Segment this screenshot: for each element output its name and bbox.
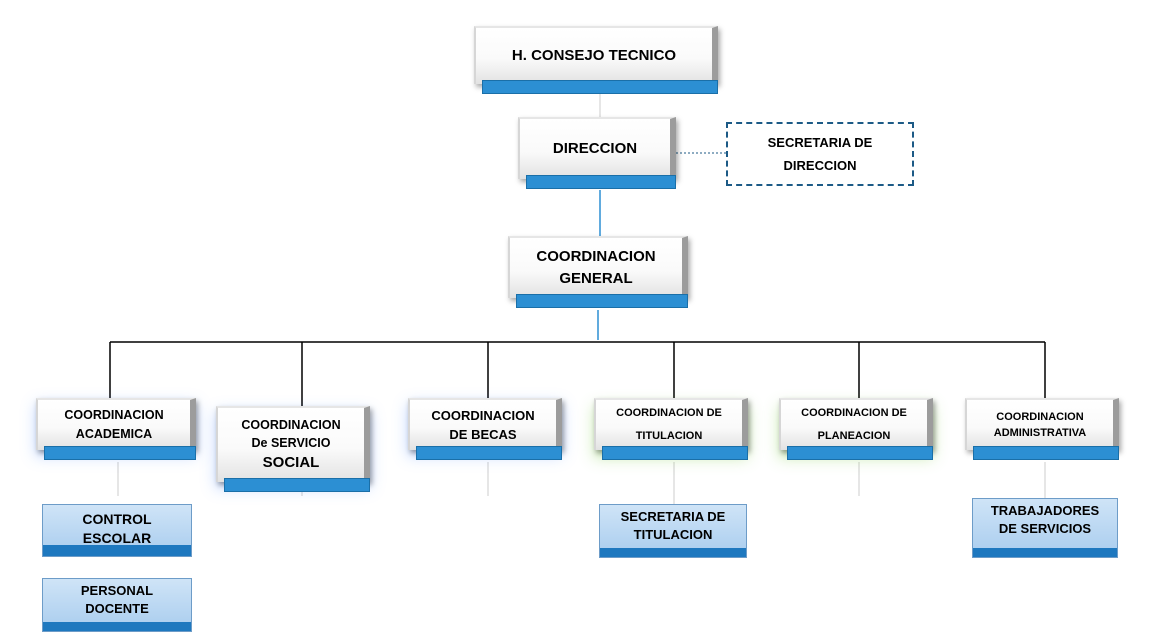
- node-coordinacion-becas-line2: DE BECAS: [449, 427, 517, 442]
- node-coordinacion-general-line2: GENERAL: [559, 270, 633, 287]
- node-secretaria-direccion: SECRETARIA DE DIRECCION: [726, 122, 914, 186]
- node-consejo-tecnico-label: H. CONSEJO TECNICO: [511, 46, 677, 64]
- node-secretaria-titulacion-line1: SECRETARIA DE: [620, 509, 726, 524]
- node-coordinacion-titulacion-line1: COORDINACION DE: [616, 406, 722, 419]
- node-consejo-tecnico: H. CONSEJO TECNICO: [474, 26, 718, 94]
- node-coordinacion-academica: COORDINACION ACADEMICA: [36, 398, 196, 460]
- node-bar: [600, 548, 746, 557]
- node-bar: [973, 446, 1119, 460]
- node-bar: [787, 446, 933, 460]
- node-coordinacion-planeacion: COORDINACION DE PLANEACION: [779, 398, 933, 460]
- node-coordinacion-titulacion: COORDINACION DE TITULACION: [594, 398, 748, 460]
- node-coordinacion-administrativa-line2: ADMINISTRATIVA: [993, 427, 1087, 439]
- node-personal-docente: PERSONAL DOCENTE: [42, 578, 192, 632]
- node-bar: [43, 622, 191, 631]
- node-coordinacion-academica-line1: COORDINACION: [64, 408, 164, 423]
- node-coordinacion-becas: COORDINACION DE BECAS: [408, 398, 562, 460]
- node-control-escolar-line1: CONTROL: [82, 511, 152, 527]
- node-secretaria-direccion-line2: DIRECCION: [783, 158, 857, 173]
- node-trabajadores-servicios-line2: DE SERVICIOS: [998, 520, 1092, 536]
- node-direccion: DIRECCION: [518, 117, 676, 189]
- node-coordinacion-servicio-social-line1: COORDINACION: [241, 418, 341, 432]
- node-coordinacion-becas-line1: COORDINACION: [431, 407, 535, 423]
- node-coordinacion-general: COORDINACION GENERAL: [508, 236, 688, 308]
- node-coordinacion-servicio-social-line2: De SERVICIO: [251, 436, 331, 451]
- node-trabajadores-servicios: TRABAJADORES DE SERVICIOS: [972, 498, 1118, 558]
- node-secretaria-direccion-line1: SECRETARIA DE: [767, 134, 873, 150]
- node-bar: [44, 446, 196, 460]
- node-bar: [482, 80, 718, 94]
- node-secretaria-titulacion: SECRETARIA DE TITULACION: [599, 504, 747, 558]
- node-bar: [973, 548, 1117, 557]
- node-personal-docente-line2: DOCENTE: [85, 600, 149, 616]
- node-coordinacion-titulacion-line2: TITULACION: [635, 430, 703, 442]
- node-coordinacion-planeacion-line1: COORDINACION DE: [801, 406, 907, 419]
- node-coordinacion-servicio-social-line3: SOCIAL: [262, 454, 320, 472]
- node-bar: [602, 446, 748, 460]
- node-bar: [526, 175, 676, 189]
- node-bar: [416, 446, 562, 460]
- node-coordinacion-servicio-social: COORDINACION De SERVICIO SOCIAL: [216, 406, 370, 492]
- node-direccion-label: DIRECCION: [552, 139, 638, 157]
- node-coordinacion-academica-line2: ACADEMICA: [75, 427, 153, 441]
- node-coordinacion-planeacion-line2: PLANEACION: [817, 430, 891, 442]
- node-personal-docente-line1: PERSONAL: [80, 583, 154, 598]
- node-coordinacion-general-line1: COORDINACION: [536, 247, 656, 265]
- node-bar: [43, 545, 191, 556]
- node-coordinacion-administrativa: COORDINACION ADMINISTRATIVA: [965, 398, 1119, 460]
- node-trabajadores-servicios-line1: TRABAJADORES: [990, 503, 1100, 518]
- node-control-escolar: CONTROL ESCOLAR: [42, 504, 192, 557]
- node-coordinacion-administrativa-line1: COORDINACION: [996, 410, 1084, 423]
- node-bar: [224, 478, 370, 492]
- node-secretaria-titulacion-line2: TITULACION: [633, 526, 713, 542]
- node-control-escolar-line2: ESCOLAR: [82, 529, 152, 546]
- node-bar: [516, 294, 688, 308]
